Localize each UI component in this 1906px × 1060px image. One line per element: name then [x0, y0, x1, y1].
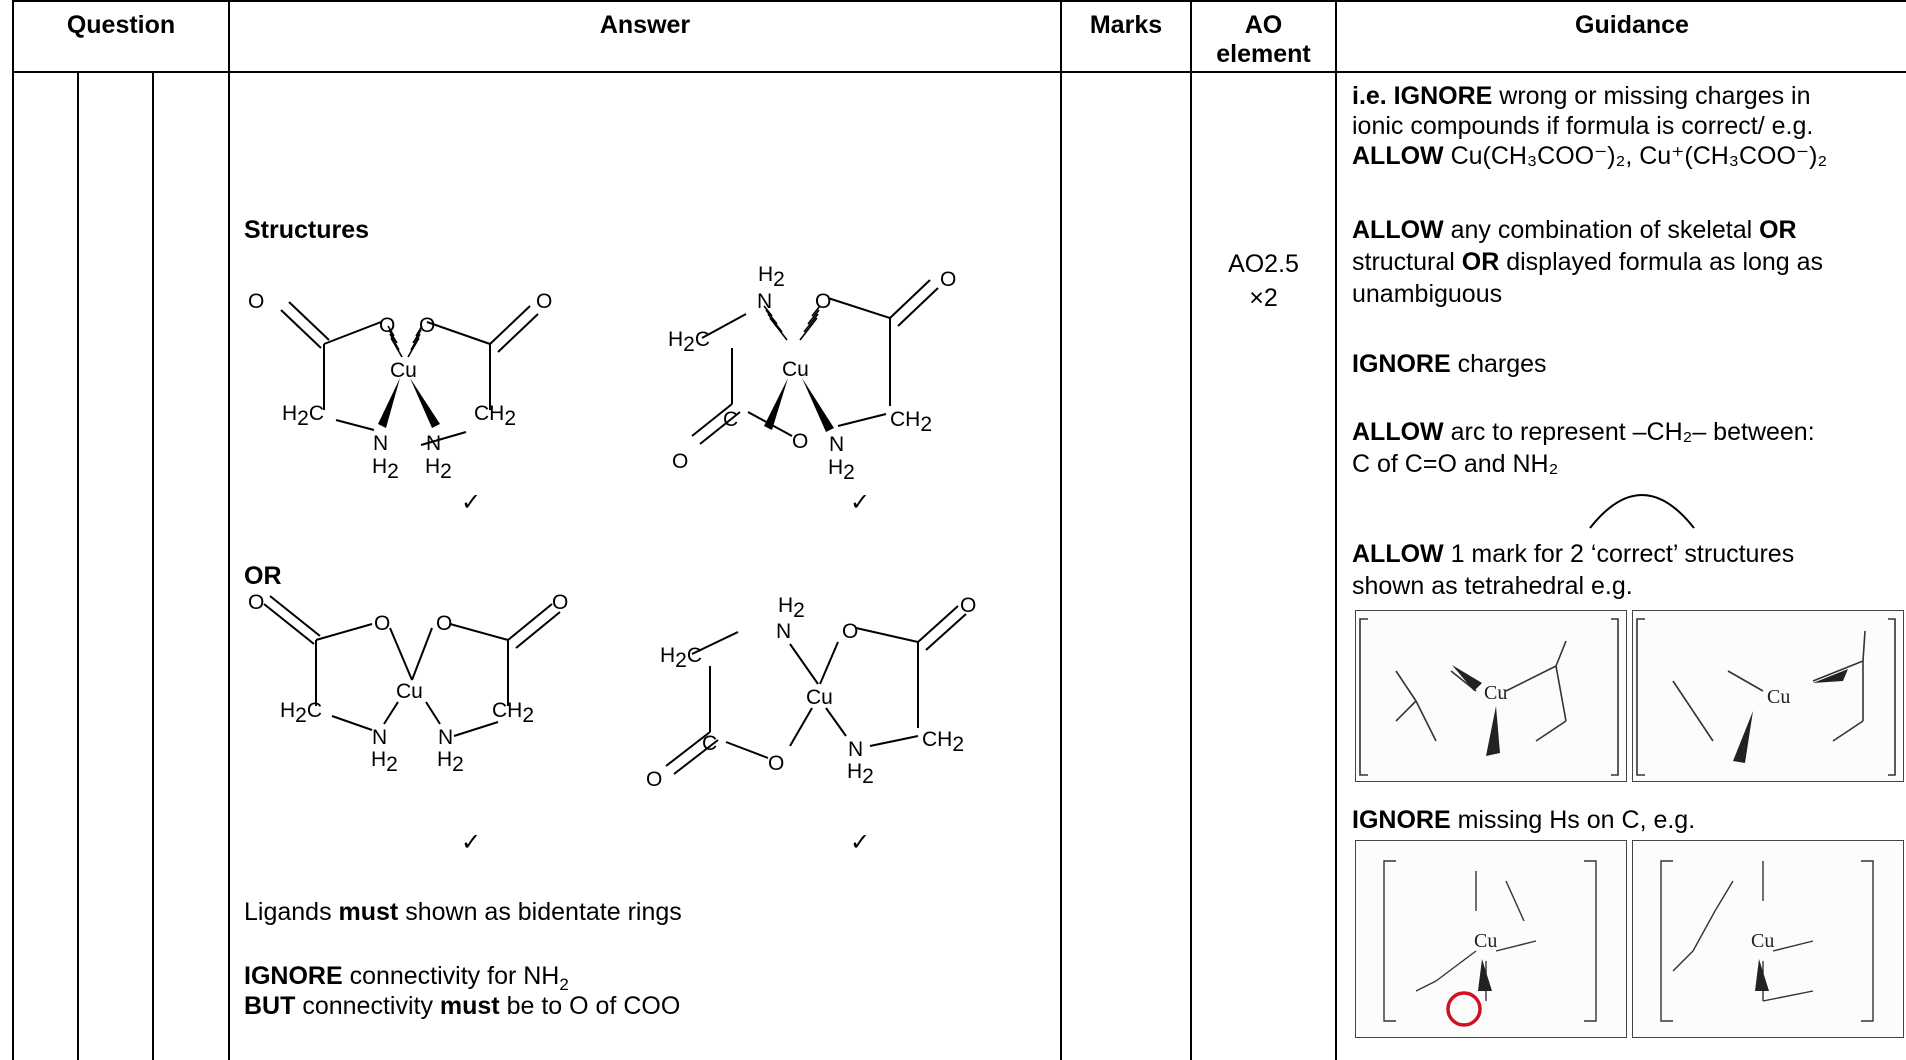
tick-mark: ✓ — [850, 489, 871, 516]
label-o: O — [815, 290, 831, 313]
structure-cis-planar: O O O O Cu H2C CH2 N H2 N H2 — [248, 591, 568, 776]
question-subcol-1 — [77, 71, 79, 1060]
ignore-connectivity-note: IGNORE connectivity for NH2 — [244, 962, 569, 994]
structure-trans-3d: H2 N O O H2C Cu C O O CH2 N H2 — [668, 263, 956, 484]
label-o: O — [419, 314, 435, 337]
label-h2c: H2C — [282, 402, 324, 430]
question-col-border — [228, 0, 230, 1060]
label-n: N — [373, 432, 388, 455]
label-n: N — [438, 726, 453, 749]
label-h2c: H2C — [660, 644, 702, 672]
header-ao-line1: AO — [1244, 11, 1283, 39]
guidance-p1-line1: i.e. IGNORE wrong or missing charges in — [1352, 82, 1811, 110]
label-o: O — [792, 430, 808, 453]
label-h2: H2 — [758, 263, 785, 291]
guidance-p5-line2: shown as tetrahedral e.g. — [1352, 572, 1633, 600]
answer-col-border — [1060, 0, 1062, 1060]
label-n: N — [757, 290, 772, 313]
ligands-note: Ligands must shown as bidentate rings — [244, 898, 682, 926]
label-n: N — [829, 433, 844, 456]
tetrahedral-example-2: Cu — [1632, 610, 1904, 782]
svg-text:Cu: Cu — [1484, 682, 1507, 704]
label-o: O — [672, 450, 688, 473]
label-ch2: CH2 — [890, 408, 932, 436]
label-n: N — [372, 726, 387, 749]
label-cu: Cu — [806, 686, 833, 709]
label-o: O — [552, 591, 568, 614]
label-o: O — [960, 594, 976, 617]
label-h2c: H2C — [668, 328, 710, 356]
svg-text:Cu: Cu — [1474, 930, 1497, 952]
label-o: O — [646, 768, 662, 791]
tick-mark: ✓ — [461, 829, 482, 856]
arc-symbol — [1589, 494, 1695, 529]
header-bottom-border — [12, 71, 1906, 73]
guidance-p4-line1: ALLOW arc to represent –CH₂– between: — [1352, 418, 1815, 446]
svg-text:Cu: Cu — [1751, 930, 1774, 952]
ao-multiplier: ×2 — [1249, 284, 1278, 312]
or-label: OR — [244, 562, 282, 590]
label-o: O — [248, 591, 264, 614]
label-h2: H2 — [425, 455, 452, 480]
label-h2: H2 — [437, 748, 464, 776]
label-o: O — [768, 752, 784, 775]
header-marks: Marks — [1089, 11, 1163, 39]
label-cu: Cu — [782, 358, 809, 381]
tick-mark: ✓ — [461, 489, 482, 516]
header-answer: Answer — [599, 11, 691, 39]
guidance-p4-line2: C of C=O and NH₂ — [1352, 450, 1559, 478]
guidance-p2-line3: unambiguous — [1352, 280, 1503, 308]
header-question: Question — [66, 11, 176, 39]
structure-cis-3d: O O O O Cu H2C CH2 N H2 N H2 — [248, 290, 552, 480]
tetrahedral-example-1: Cu — [1355, 610, 1627, 782]
label-c: C — [723, 408, 738, 431]
header-guidance: Guidance — [1575, 11, 1689, 39]
label-h2: H2 — [847, 760, 874, 788]
tick-mark: ✓ — [850, 829, 871, 856]
guidance-p1-line2: ionic compounds if formula is correct/ e… — [1352, 112, 1814, 140]
label-h2: H2 — [778, 594, 805, 622]
label-o: O — [940, 268, 956, 291]
structure-trans-planar: H2 N O O H2C Cu C O O CH2 N H2 — [646, 594, 976, 791]
but-connectivity-note: BUT connectivity must be to O of COO — [244, 992, 681, 1020]
guidance-p1-line3: ALLOW Cu(CH₃COO⁻)₂, Cu⁺(CH₃COO⁻)₂ — [1352, 142, 1828, 170]
label-h2: H2 — [372, 455, 399, 480]
guidance-p2-line1: ALLOW any combination of skeletal OR — [1352, 216, 1797, 244]
label-n: N — [776, 620, 791, 643]
missing-h-example-1: Cu — [1355, 840, 1627, 1038]
guidance-p5-line1: ALLOW 1 mark for 2 ‘correct’ structures — [1352, 540, 1795, 568]
missing-h-example-2: Cu — [1632, 840, 1904, 1038]
structures-heading: Structures — [244, 216, 370, 244]
guidance-p2-line2: structural OR displayed formula as long … — [1352, 248, 1824, 276]
ao-value: AO2.5 — [1228, 250, 1299, 278]
label-h2: H2 — [828, 456, 855, 484]
label-o: O — [842, 620, 858, 643]
label-cu: Cu — [390, 359, 417, 382]
label-n: N — [848, 738, 863, 761]
ao-col-border — [1335, 0, 1337, 1060]
header-ao: AO element — [1192, 11, 1335, 69]
label-o: O — [379, 314, 395, 337]
label-h2c: H2C — [280, 699, 322, 727]
label-o: O — [248, 290, 264, 313]
header-ao-line2: element — [1216, 40, 1311, 68]
guidance-p6: IGNORE missing Hs on C, e.g. — [1352, 806, 1696, 834]
table-top-border — [12, 0, 1906, 2]
label-ch2: CH2 — [474, 402, 516, 430]
label-n: N — [426, 432, 441, 455]
label-h2: H2 — [371, 748, 398, 776]
marks-col-border — [1190, 0, 1192, 1060]
label-cu: Cu — [396, 680, 423, 703]
label-ch2: CH2 — [492, 699, 534, 727]
label-c: C — [702, 732, 717, 755]
question-subcol-2 — [152, 71, 154, 1060]
label-o: O — [536, 290, 552, 313]
label-o: O — [436, 612, 452, 635]
svg-text:Cu: Cu — [1767, 686, 1790, 708]
label-ch2: CH2 — [922, 728, 964, 756]
table-left-border — [12, 0, 14, 1060]
guidance-p3: IGNORE charges — [1352, 350, 1547, 378]
label-o: O — [374, 612, 390, 635]
